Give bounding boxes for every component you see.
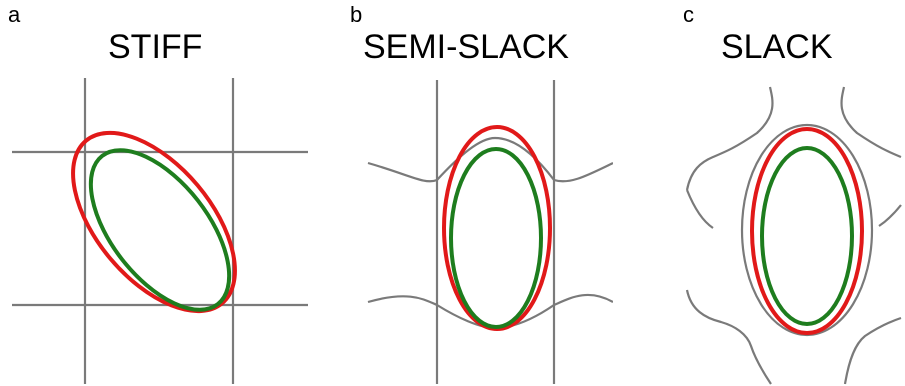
- outer-outline: [71, 130, 237, 314]
- curved-line-lower-right: [843, 316, 902, 385]
- outer-outline: [750, 127, 864, 335]
- curved-line-top: [367, 136, 613, 183]
- outer-outline: [442, 125, 552, 331]
- panel-slack: c SLACK: [613, 0, 905, 386]
- panel-title: STIFF: [108, 28, 203, 66]
- curved-line-far-right: [878, 204, 902, 227]
- inner-outline: [88, 148, 232, 312]
- inner-outline: [760, 146, 854, 326]
- panel-title: SEMI-SLACK: [363, 28, 569, 66]
- semi-slack-diagram: [367, 80, 613, 384]
- slack-diagram: [685, 86, 902, 385]
- panel-title: SLACK: [721, 28, 833, 66]
- inner-outline: [449, 147, 543, 329]
- curved-line-upper-right: [840, 86, 902, 159]
- curved-line-lower-left: [685, 289, 772, 385]
- curved-line-upper-left: [685, 86, 774, 191]
- curved-line-bottom: [367, 293, 613, 330]
- panel-letter: b: [350, 2, 363, 27]
- panel-letter: c: [683, 2, 694, 27]
- panel-stiff: a STIFF: [0, 0, 330, 386]
- curved-line-far-left: [685, 189, 714, 229]
- panel-letter: a: [8, 2, 21, 27]
- stiff-diagram: [12, 78, 308, 384]
- panel-semi-slack: b SEMI-SLACK: [330, 0, 613, 386]
